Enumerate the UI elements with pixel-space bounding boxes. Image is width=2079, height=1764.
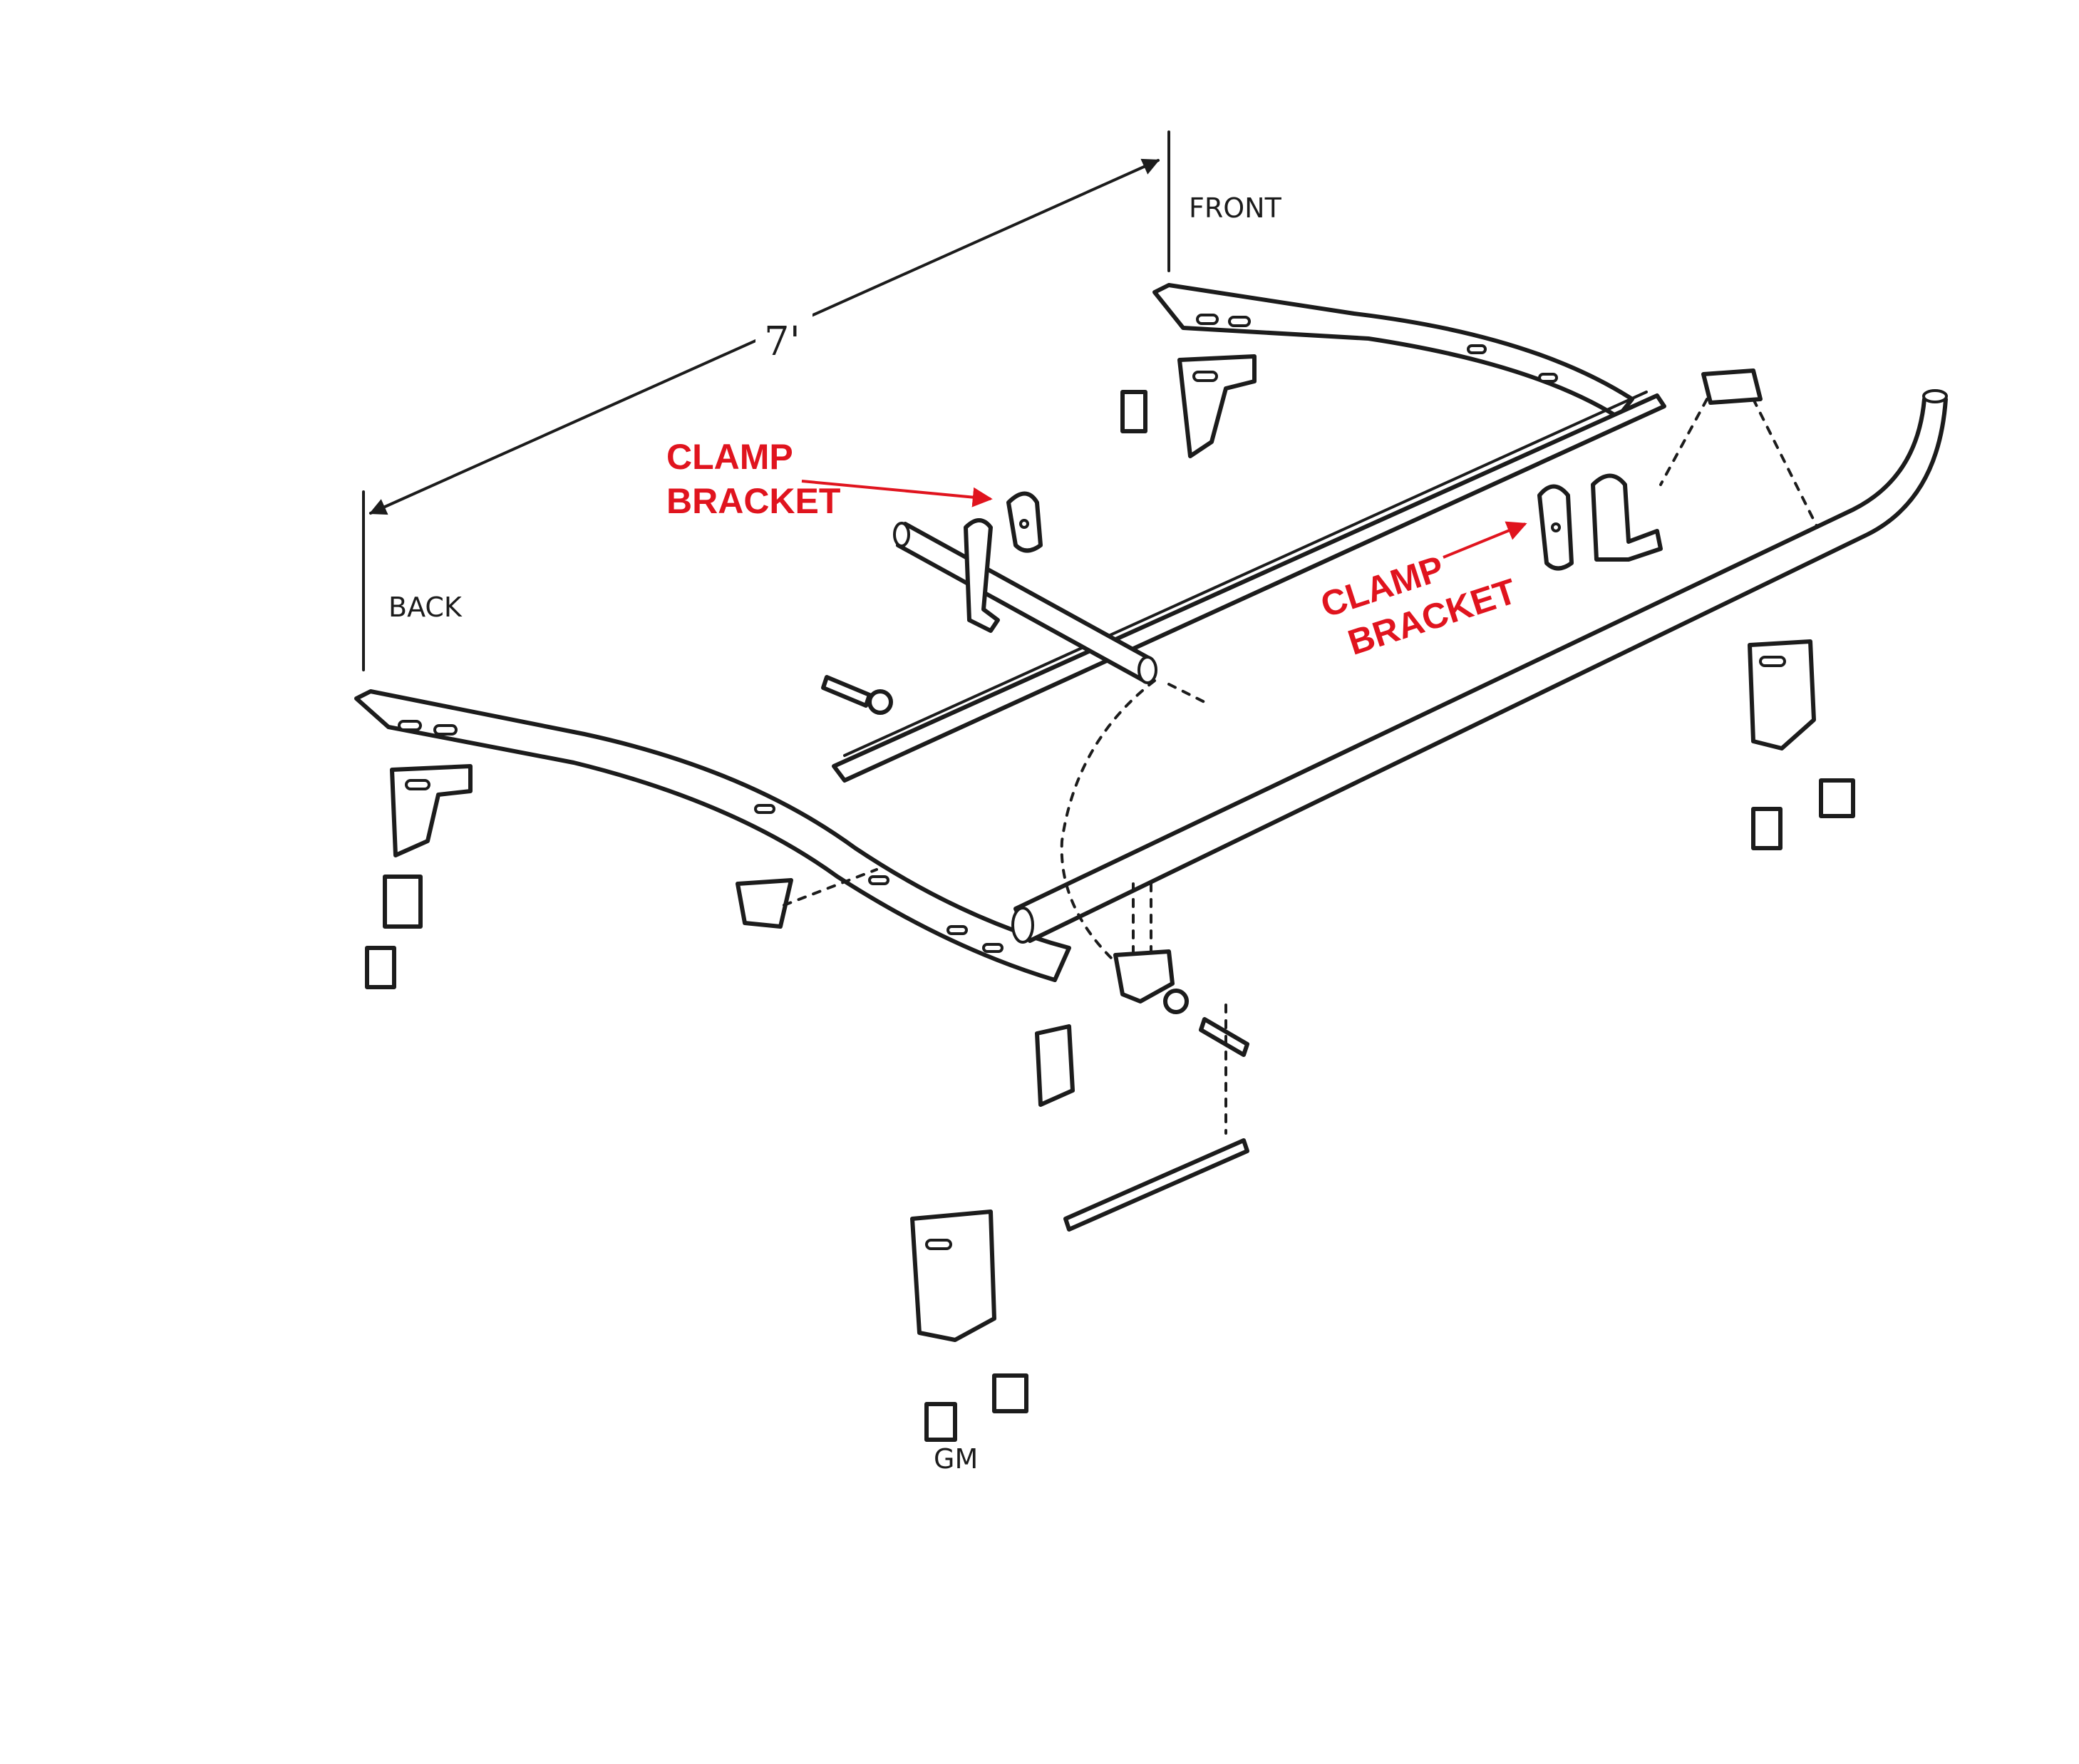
callout-left-line1: CLAMP: [666, 437, 793, 477]
clamp-bracket-right: [1537, 484, 1574, 571]
upright-bracket-right: [1591, 473, 1663, 562]
assembly-dashed-lines: [783, 398, 1819, 1135]
back-cross-rail: [354, 689, 1071, 982]
side-rail-tube: [1011, 389, 1948, 944]
callout-left-line2: BRACKET: [666, 481, 840, 521]
back-label: BACK: [388, 592, 463, 623]
dimension-label: 7': [764, 319, 800, 365]
dimension-label-bg: [755, 310, 812, 367]
upright-bracket-left: [964, 518, 1000, 633]
maker-label: GM: [934, 1443, 978, 1475]
dimension-line: [362, 130, 1170, 671]
front-label: FRONT: [1189, 192, 1282, 224]
small-parts: [736, 368, 1763, 1232]
clamp-bracket-left: [1006, 491, 1043, 553]
mount-bracket-front: [1120, 354, 1257, 458]
callout-right-arrow: [1443, 521, 1527, 559]
mount-bracket-back: [365, 764, 473, 989]
mount-bracket-lower: [910, 1209, 1028, 1442]
front-cross-rail: [1152, 283, 1634, 419]
cross-rod: [893, 522, 1157, 684]
middle-bar: [832, 391, 1666, 783]
callout-clamp-bracket-left: CLAMP BRACKET: [666, 437, 993, 521]
mount-bracket-right: [1748, 639, 1855, 850]
